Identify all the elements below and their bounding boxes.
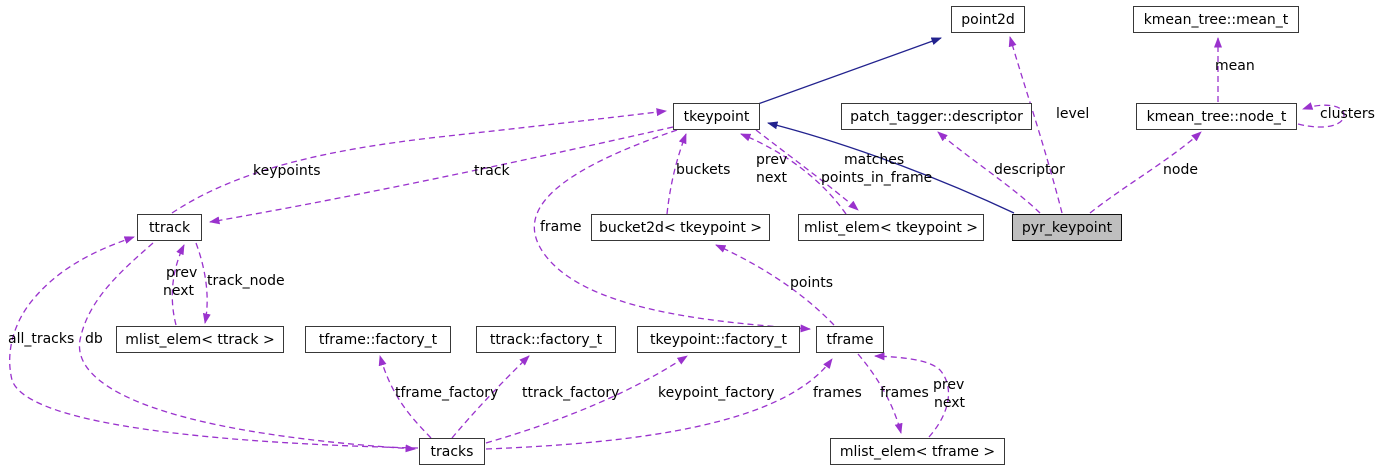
node-mlist-elem-tframe[interactable]: mlist_elem< tframe >: [830, 438, 1005, 465]
edge-label-points: points: [790, 275, 833, 291]
edge-label-keypoints: keypoints: [253, 163, 321, 179]
edge-pyr-keypoint-tkeypoint: [767, 121, 1015, 214]
edge-label-level: level: [1056, 106, 1090, 122]
edge-points: [715, 244, 835, 326]
edge-label-prev-ttrack: prev: [166, 265, 198, 281]
edge-label-frames-right: frames: [880, 385, 929, 401]
edge-keypoint-factory: [485, 355, 688, 444]
edge-level: [1008, 36, 1063, 214]
edge-label-db: db: [85, 331, 103, 347]
edge-label-next-tkeypoint: next: [756, 170, 788, 186]
edge-clusters-self-loop: [1297, 102, 1345, 128]
edge-track-node: [195, 242, 211, 324]
node-bucket2d-tkeypoint[interactable]: bucket2d< tkeypoint >: [591, 214, 770, 241]
edge-track: [209, 126, 674, 225]
edge-label-clusters: clusters: [1320, 106, 1375, 122]
edge-label-buckets: buckets: [676, 162, 731, 178]
node-tframe-factory-t[interactable]: tframe::factory_t: [305, 326, 451, 353]
node-mlist-elem-ttrack[interactable]: mlist_elem< ttrack >: [116, 326, 284, 353]
edge-label-all-tracks: all_tracks: [8, 331, 75, 347]
edge-tkeypoint-point2d: [757, 37, 942, 105]
node-kmean-tree-mean-t[interactable]: kmean_tree::mean_t: [1133, 6, 1299, 33]
edge-all-tracks: [9, 236, 419, 449]
edge-tframe-factory: [378, 355, 432, 439]
edge-label-keypoint-factory: keypoint_factory: [658, 385, 775, 401]
edge-prev-next-tframe: [874, 352, 950, 438]
node-tracks[interactable]: tracks: [419, 438, 485, 465]
edge-label-prev-tkeypoint: prev: [756, 152, 788, 168]
edge-ttrack-factory: [451, 355, 530, 439]
node-tkeypoint-factory-t[interactable]: tkeypoint::factory_t: [637, 326, 800, 353]
edge-frames-tracks-tframe: [485, 358, 833, 450]
node-patch-tagger-descriptor[interactable]: patch_tagger::descriptor: [841, 103, 1032, 130]
node-kmean-tree-node-t[interactable]: kmean_tree::node_t: [1136, 103, 1297, 130]
edge-label-matches: matches: [844, 152, 905, 168]
edge-node: [1089, 131, 1202, 214]
edge-label-next-tframe: next: [934, 395, 966, 411]
node-tframe[interactable]: tframe: [816, 326, 884, 353]
edge-label-prev-tframe: prev: [933, 377, 965, 393]
node-point2d[interactable]: point2d: [951, 6, 1025, 33]
edge-label-tframe-factory: tframe_factory: [395, 385, 499, 401]
edge-descriptor: [937, 131, 1041, 214]
edge-label-ttrack-factory: ttrack_factory: [522, 385, 620, 401]
edge-label-track-node: track_node: [207, 273, 285, 289]
node-pyr-keypoint-selected: pyr_keypoint: [1012, 214, 1122, 241]
edge-label-descriptor: descriptor: [994, 162, 1065, 178]
edge-keypoints: [171, 108, 667, 214]
edge-label-node: node: [1163, 162, 1198, 178]
node-tkeypoint[interactable]: tkeypoint: [673, 103, 760, 130]
node-ttrack[interactable]: ttrack: [137, 214, 202, 241]
edge-matches-points-in-frame: [755, 129, 859, 211]
edge-buckets: [666, 133, 687, 215]
edge-label-points-in-frame: points_in_frame: [821, 170, 933, 186]
edge-label-mean: mean: [1215, 58, 1255, 74]
edge-label-frame: frame: [540, 219, 582, 235]
edge-label-next-ttrack: next: [163, 283, 195, 299]
node-mlist-elem-tkeypoint[interactable]: mlist_elem< tkeypoint >: [798, 214, 984, 241]
edge-frame: [533, 129, 811, 333]
edge-prev-next-ttrack: [171, 244, 185, 326]
node-ttrack-factory-t[interactable]: ttrack::factory_t: [476, 326, 616, 353]
edge-label-frames-left: frames: [813, 385, 862, 401]
edge-db: [78, 242, 416, 453]
edge-prev-next-tkeypoint: [740, 133, 847, 215]
edge-frames-tframe-mlist: [857, 353, 903, 434]
edge-label-track: track: [474, 163, 510, 179]
